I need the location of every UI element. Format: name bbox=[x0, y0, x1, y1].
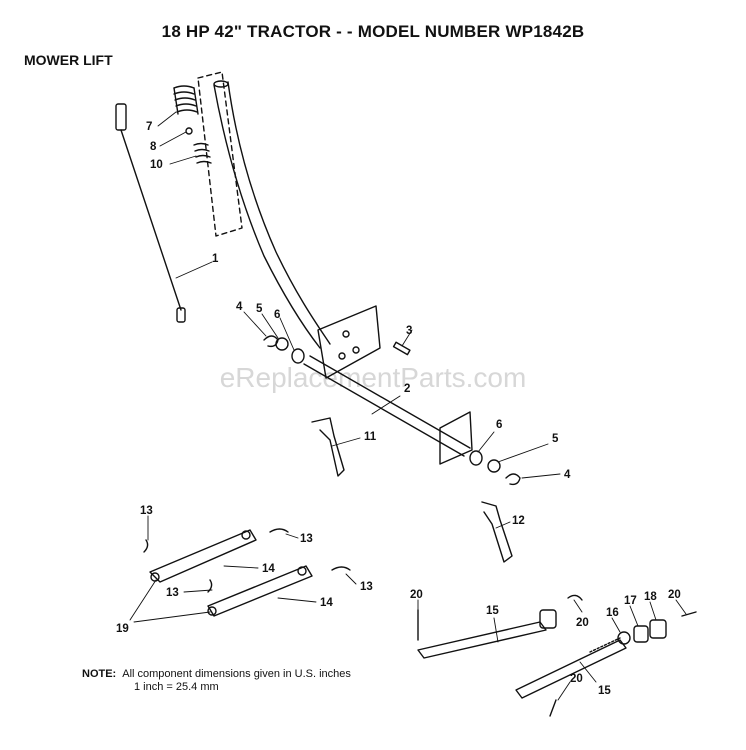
part-12-lift-link bbox=[481, 501, 513, 563]
part-5-washer-right bbox=[487, 459, 501, 473]
part-13-clip-a bbox=[143, 539, 149, 553]
callout-3: 3 bbox=[406, 325, 412, 337]
assembly-guide-lines bbox=[197, 71, 243, 237]
part-8-ball bbox=[185, 127, 193, 135]
callout-2: 2 bbox=[404, 383, 410, 395]
callout-4-right: 4 bbox=[564, 469, 571, 481]
callout-17: 17 bbox=[624, 595, 637, 607]
part-13-clip-d bbox=[207, 579, 213, 593]
part-18-trunnion bbox=[649, 619, 667, 639]
part-16-washer bbox=[617, 631, 631, 645]
callout-12: 12 bbox=[512, 515, 525, 527]
watermark: eReplacementParts.com bbox=[219, 362, 527, 393]
part-19-lift-links bbox=[149, 529, 313, 617]
callout-6-right: 6 bbox=[496, 419, 502, 431]
callout-6: 6 bbox=[274, 309, 280, 321]
callout-4: 4 bbox=[236, 301, 243, 313]
note-line-2: 1 inch = 25.4 mm bbox=[134, 681, 219, 693]
units-note: NOTE: All component dimensions given in U… bbox=[82, 668, 351, 694]
callout-8: 8 bbox=[150, 141, 157, 153]
callout-16: 16 bbox=[606, 607, 619, 619]
page-title: 18 HP 42" TRACTOR - - MODEL NUMBER WP184… bbox=[161, 22, 585, 41]
callout-20-b: 20 bbox=[576, 617, 589, 629]
part-20-pin-b bbox=[567, 594, 583, 601]
callout-13-b: 13 bbox=[300, 533, 313, 545]
part-20-pin-c bbox=[681, 611, 697, 617]
part-lift-plate bbox=[317, 305, 381, 379]
part-20-pin-d bbox=[549, 699, 557, 717]
callout-13-c: 13 bbox=[360, 581, 373, 593]
part-1-lift-rod bbox=[115, 103, 186, 323]
part-7-spring bbox=[173, 85, 199, 115]
part-15-deck-rods bbox=[417, 609, 627, 699]
callout-15-b: 15 bbox=[598, 685, 611, 697]
callout-20-a: 20 bbox=[410, 589, 423, 601]
callout-19: 19 bbox=[116, 623, 129, 635]
callout-13-a: 13 bbox=[140, 505, 153, 517]
callout-1: 1 bbox=[212, 253, 219, 265]
callout-15-a: 15 bbox=[486, 605, 499, 617]
callout-5: 5 bbox=[256, 303, 263, 315]
part-handle bbox=[213, 80, 331, 349]
callout-13-d: 13 bbox=[166, 587, 179, 599]
part-11-lift-link bbox=[311, 417, 345, 477]
callout-10: 10 bbox=[150, 159, 163, 171]
part-4-clip-right bbox=[505, 473, 521, 486]
callout-20-d: 20 bbox=[570, 673, 583, 685]
callout-18: 18 bbox=[644, 591, 657, 603]
part-17-block bbox=[633, 625, 649, 643]
part-2-lift-shaft bbox=[303, 355, 473, 465]
callout-20-c: 20 bbox=[668, 589, 681, 601]
callout-7: 7 bbox=[146, 121, 152, 133]
callout-5-right: 5 bbox=[552, 433, 559, 445]
part-13-clip-c bbox=[331, 566, 351, 571]
note-label: NOTE: bbox=[82, 668, 117, 680]
section-title: MOWER LIFT bbox=[24, 52, 113, 68]
part-10-spring bbox=[193, 142, 212, 164]
part-6-bushing-right bbox=[469, 450, 483, 466]
part-13-clip-b bbox=[269, 528, 289, 533]
callout-14-b: 14 bbox=[320, 597, 333, 609]
part-5-washer bbox=[275, 337, 289, 351]
part-3-pin bbox=[392, 341, 411, 356]
callout-11: 11 bbox=[364, 431, 377, 443]
callout-14-a: 14 bbox=[262, 563, 275, 575]
note-line-1: All component dimensions given in U.S. i… bbox=[122, 668, 351, 680]
part-6-bushing bbox=[291, 348, 305, 364]
